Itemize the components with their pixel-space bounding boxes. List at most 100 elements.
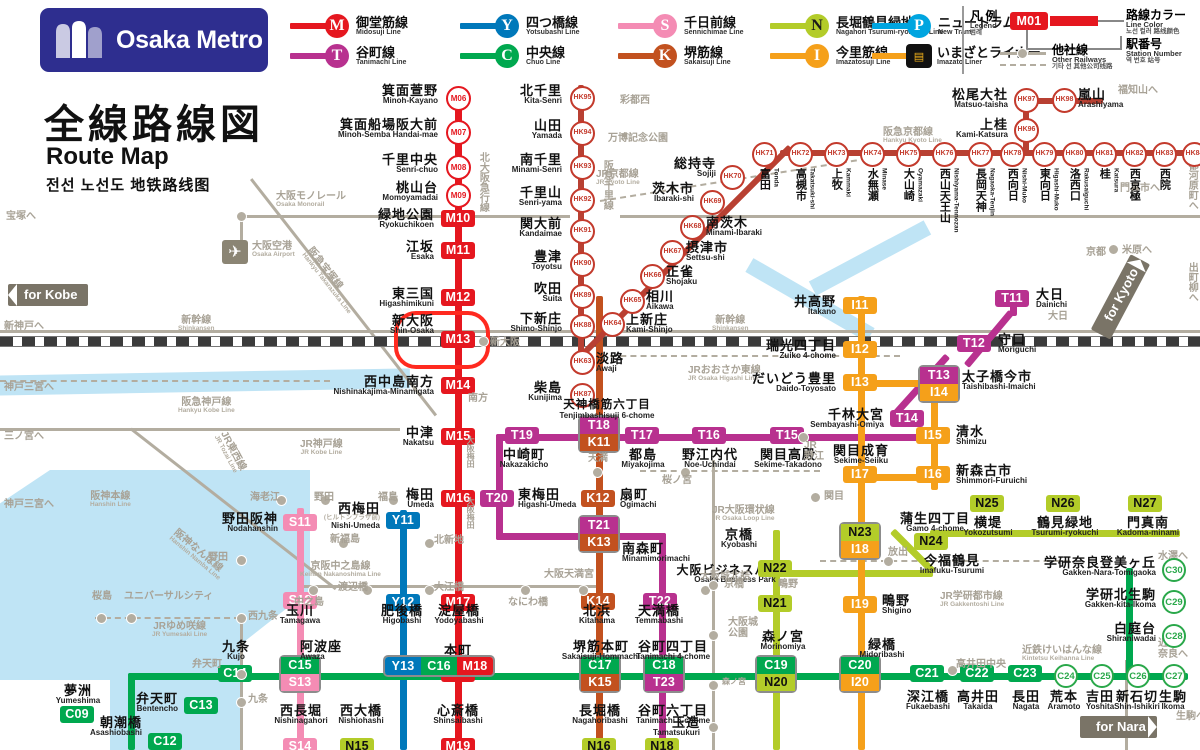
- station-marker-HK70[interactable]: HK70: [720, 165, 745, 190]
- station-marker-HK74[interactable]: HK74: [860, 142, 885, 167]
- station-stack-C18-T23[interactable]: C18 T23: [643, 655, 685, 693]
- station-number-N23[interactable]: N23: [841, 524, 879, 541]
- station-marker-HK64[interactable]: HK64: [600, 312, 625, 337]
- station-number-T11[interactable]: T11: [995, 290, 1029, 307]
- station-marker-HK66[interactable]: HK66: [640, 264, 665, 289]
- station-number-C15[interactable]: C15: [281, 657, 319, 674]
- station-number-C20[interactable]: C20: [841, 657, 879, 674]
- legend-item-newtram[interactable]: P ニュートラム New Tram: [872, 14, 1016, 38]
- station-marker-HK63[interactable]: HK63: [570, 350, 595, 375]
- station-stack-C15-S13[interactable]: C15 S13: [279, 655, 321, 693]
- station-number-C09[interactable]: C09: [60, 706, 94, 723]
- station-number-I14[interactable]: I14: [920, 384, 958, 401]
- station-marker-HK69[interactable]: HK69: [700, 190, 725, 215]
- station-marker-HK80[interactable]: HK80: [1062, 142, 1087, 167]
- station-marker-HK67[interactable]: HK67: [660, 240, 685, 265]
- station-number-T20[interactable]: T20: [480, 490, 514, 507]
- station-stack-T18-K11[interactable]: T18 K11: [578, 415, 620, 453]
- station-marker-HK72[interactable]: HK72: [788, 142, 813, 167]
- station-marker-HK95[interactable]: HK95: [570, 86, 595, 111]
- station-number-C16[interactable]: C16: [421, 657, 457, 675]
- station-marker-HK98[interactable]: HK98: [1052, 88, 1077, 113]
- station-number-N27[interactable]: N27: [1128, 495, 1162, 512]
- station-number-S14[interactable]: S14: [283, 738, 317, 750]
- station-stack-T21-K13[interactable]: T21 K13: [578, 515, 620, 553]
- station-number-T15[interactable]: T15: [770, 427, 804, 444]
- station-number-N24[interactable]: N24: [914, 533, 948, 550]
- station-number-C23[interactable]: C23: [1008, 665, 1042, 682]
- station-number-I16[interactable]: I16: [916, 466, 950, 483]
- station-marker-M06[interactable]: M06: [446, 86, 471, 111]
- station-number-N20[interactable]: N20: [757, 674, 795, 691]
- station-marker-M08[interactable]: M08: [446, 155, 471, 180]
- station-marker-C29[interactable]: C29: [1162, 590, 1186, 614]
- station-number-T22[interactable]: T22: [643, 593, 677, 610]
- station-number-T17[interactable]: T17: [625, 427, 659, 444]
- station-marker-HK65[interactable]: HK65: [620, 289, 645, 314]
- station-number-K14[interactable]: K14: [581, 593, 615, 610]
- station-stack-N23-I18[interactable]: N23 I18: [839, 522, 881, 560]
- station-marker-HK84[interactable]: HK84: [1182, 142, 1200, 167]
- legend-item-sennichimae[interactable]: S 千日前線 Sennichimae Line: [618, 14, 744, 38]
- station-number-M13[interactable]: M13: [441, 331, 475, 348]
- station-number-N25[interactable]: N25: [970, 495, 1004, 512]
- station-marker-HK78[interactable]: HK78: [1000, 142, 1025, 167]
- station-number-I18[interactable]: I18: [841, 541, 879, 558]
- legend-item-tanimachi[interactable]: T 谷町線 Tanimachi Line: [290, 44, 406, 68]
- station-number-S13[interactable]: S13: [281, 674, 319, 691]
- station-marker-M09[interactable]: M09: [446, 183, 471, 208]
- station-number-N21[interactable]: N21: [758, 595, 792, 612]
- station-number-C19[interactable]: C19: [757, 657, 795, 674]
- station-number-M12[interactable]: M12: [441, 289, 475, 306]
- station-number-C18[interactable]: C18: [645, 657, 683, 674]
- station-marker-HK79[interactable]: HK79: [1032, 142, 1057, 167]
- station-marker-HK87[interactable]: HK87: [570, 383, 595, 408]
- station-number-T16[interactable]: T16: [692, 427, 726, 444]
- station-number-M15[interactable]: M15: [441, 428, 475, 445]
- station-marker-HK81[interactable]: HK81: [1092, 142, 1117, 167]
- station-number-N16[interactable]: N16: [582, 738, 616, 750]
- station-marker-HK89[interactable]: HK89: [570, 284, 595, 309]
- station-number-Y11[interactable]: Y11: [386, 512, 420, 529]
- station-marker-HK75[interactable]: HK75: [896, 142, 921, 167]
- station-marker-HK96[interactable]: HK96: [1014, 118, 1039, 143]
- station-number-T23[interactable]: T23: [645, 674, 683, 691]
- station-number-I19[interactable]: I19: [843, 596, 877, 613]
- station-number-T12[interactable]: T12: [957, 335, 991, 352]
- station-number-N18[interactable]: N18: [645, 738, 679, 750]
- legend-item-chuo[interactable]: C 中央線 Chuo Line: [460, 44, 565, 68]
- station-marker-C27[interactable]: C27: [1162, 664, 1186, 688]
- station-marker-HK82[interactable]: HK82: [1122, 142, 1147, 167]
- station-number-N22[interactable]: N22: [758, 560, 792, 577]
- station-number-T21[interactable]: T21: [580, 517, 618, 534]
- station-number-N15[interactable]: N15: [340, 738, 374, 750]
- station-number-M14[interactable]: M14: [441, 377, 475, 394]
- legend-item-yotsubashi[interactable]: Y 四つ橋線 Yotsubashi Line: [460, 14, 580, 38]
- station-marker-HK76[interactable]: HK76: [932, 142, 957, 167]
- legend-item-midosuji[interactable]: M 御堂筋線 Midosuji Line: [290, 14, 408, 38]
- station-number-K11[interactable]: K11: [580, 434, 618, 451]
- station-number-I15[interactable]: I15: [916, 427, 950, 444]
- station-marker-HK68[interactable]: HK68: [680, 215, 705, 240]
- station-marker-HK91[interactable]: HK91: [570, 219, 595, 244]
- station-number-T14[interactable]: T14: [890, 410, 924, 427]
- station-number-M17[interactable]: M17: [441, 594, 475, 611]
- station-stack-C19-N20[interactable]: C19 N20: [755, 655, 797, 693]
- station-marker-C25[interactable]: C25: [1090, 664, 1114, 688]
- station-number-C13[interactable]: C13: [184, 697, 218, 714]
- station-marker-HK94[interactable]: HK94: [570, 121, 595, 146]
- station-number-I11[interactable]: I11: [843, 297, 877, 314]
- station-number-M18b[interactable]: M18: [457, 657, 493, 675]
- station-number-M10[interactable]: M10: [441, 210, 475, 227]
- station-number-K15[interactable]: K15: [581, 674, 619, 691]
- station-number-N26[interactable]: N26: [1046, 495, 1080, 512]
- station-number-Y12[interactable]: Y12: [386, 594, 420, 611]
- station-marker-C24[interactable]: C24: [1054, 664, 1078, 688]
- station-marker-HK88[interactable]: HK88: [570, 314, 595, 339]
- station-marker-C26[interactable]: C26: [1126, 664, 1150, 688]
- station-number-C22[interactable]: C22: [960, 665, 994, 682]
- station-number-I20[interactable]: I20: [841, 674, 879, 691]
- station-number-I13[interactable]: I13: [843, 374, 877, 391]
- station-number-I17[interactable]: I17: [843, 466, 877, 483]
- station-marker-HK90[interactable]: HK90: [570, 252, 595, 277]
